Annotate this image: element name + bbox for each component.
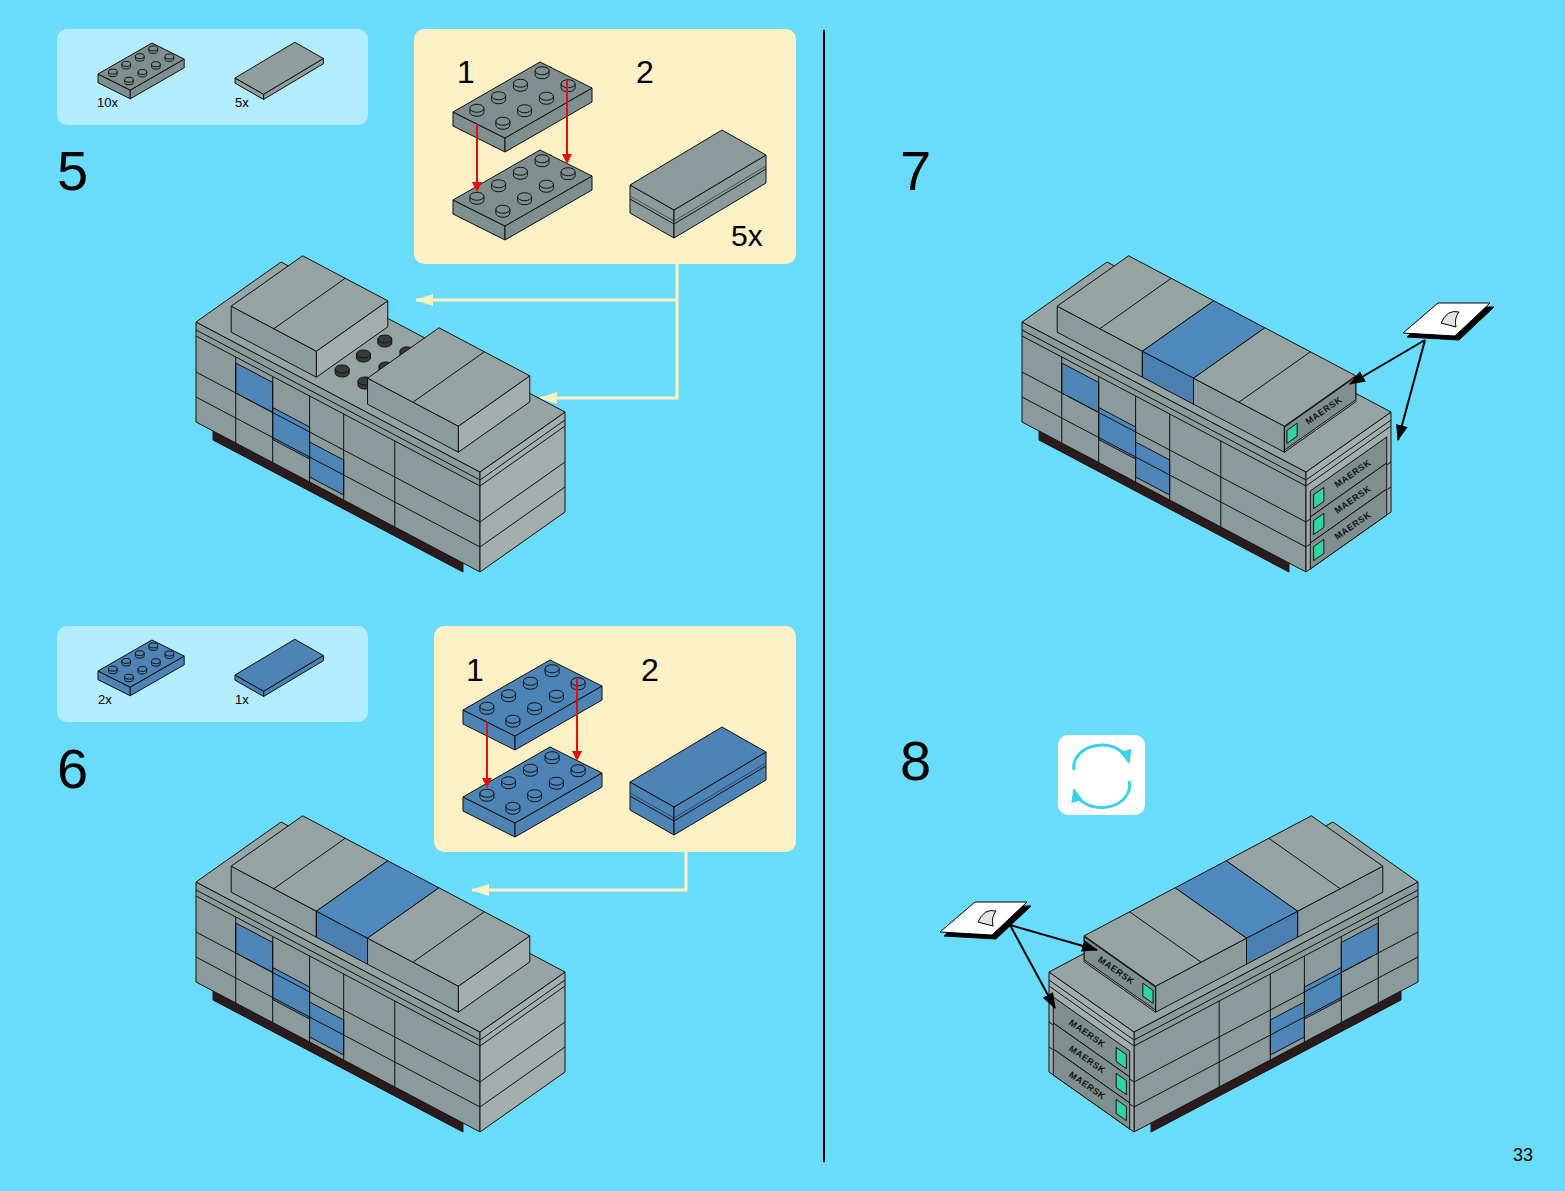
step-number: 5: [57, 143, 88, 199]
page-number: 33: [1513, 1146, 1533, 1164]
substep-number: 2: [641, 654, 659, 686]
substep-number: 1: [457, 56, 475, 88]
quantity-label: 5x: [731, 221, 763, 251]
part-count: 10x: [97, 96, 118, 109]
sticker-text: MAERSK: [1096, 955, 1136, 986]
part-count: 5x: [235, 96, 249, 109]
step-number: 7: [900, 143, 931, 199]
part-count: 1x: [235, 693, 249, 706]
step-number: 8: [900, 733, 931, 789]
sticker-text: MAERSK: [1304, 395, 1344, 426]
part-count: 2x: [98, 693, 112, 706]
substep-number: 2: [636, 56, 654, 88]
substep-number: 1: [466, 654, 484, 686]
step-number: 6: [57, 741, 88, 797]
